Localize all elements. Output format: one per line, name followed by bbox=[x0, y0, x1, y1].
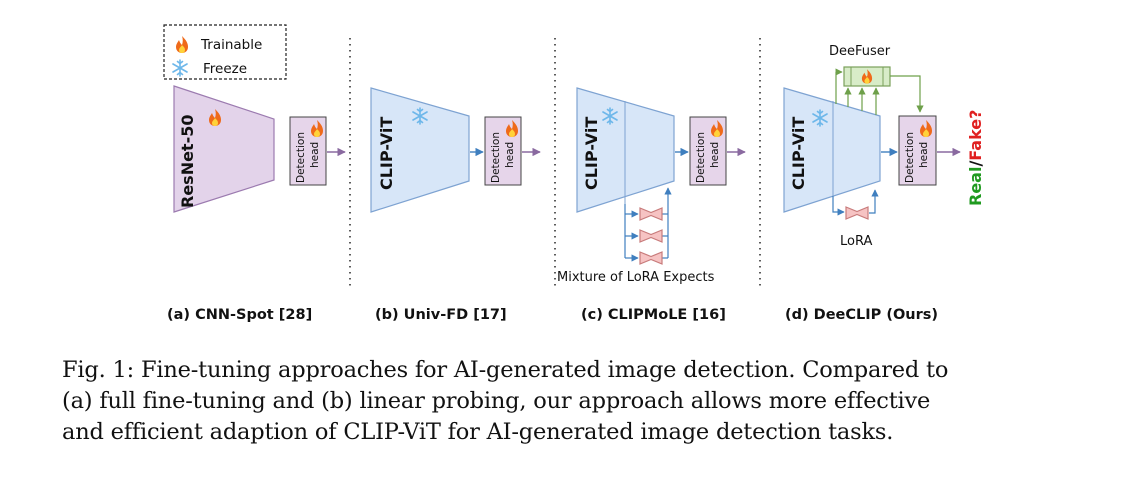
panel-b: CLIP-ViT Detection head bbox=[370, 87, 541, 213]
lora-bowtie-2 bbox=[639, 229, 663, 243]
caption-line-3: and efficient adaption of CLIP-ViT for A… bbox=[62, 419, 894, 445]
legend-box bbox=[163, 24, 287, 80]
output-label: Real/Fake? bbox=[966, 110, 985, 206]
caption-line-2: (a) full fine-tuning and (b) linear prob… bbox=[62, 388, 931, 414]
head-c-line2: head bbox=[709, 142, 721, 168]
head-d-line1: Detection bbox=[904, 132, 916, 183]
detection-head-b bbox=[484, 116, 522, 186]
deefuser-label: DeeFuser bbox=[829, 44, 891, 59]
snowflake-icon bbox=[172, 59, 188, 77]
mixture-label: Mixture of LoRA Expects bbox=[557, 270, 715, 285]
head-b-line2: head bbox=[504, 142, 516, 168]
panel-a-caption: (a) CNN-Spot [28] bbox=[167, 307, 312, 323]
lora-in-path bbox=[832, 196, 845, 216]
lora-out-path bbox=[869, 189, 879, 214]
legend: Trainable Freeze bbox=[163, 24, 287, 80]
fire-icon bbox=[176, 36, 188, 53]
panel-c-caption: (c) CLIPMoLE [16] bbox=[581, 307, 726, 323]
legend-trainable-label: Trainable bbox=[200, 37, 262, 53]
panel-b-caption: (b) Univ-FD [17] bbox=[375, 307, 507, 323]
head-a-line2: head bbox=[309, 142, 321, 168]
lora-bowtie-d bbox=[845, 206, 869, 220]
head-a-line1: Detection bbox=[295, 132, 307, 183]
lora-experts bbox=[624, 187, 672, 265]
lora-bowtie-1 bbox=[639, 207, 663, 221]
output-sep: / bbox=[966, 161, 985, 167]
clip-vit-label-c: CLIP-ViT bbox=[582, 117, 601, 190]
panel-d-caption: (d) DeeCLIP (Ours) bbox=[785, 307, 938, 323]
caption-line-1: Fig. 1: Fine-tuning approaches for AI-ge… bbox=[62, 357, 949, 383]
panel-d: CLIP-ViT DeeFuser LoRA Detection head Re… bbox=[783, 44, 985, 249]
fuser-to-head-arrow bbox=[890, 75, 924, 113]
figure-caption: Fig. 1: Fine-tuning approaches for AI-ge… bbox=[62, 355, 1092, 448]
head-c-line1: Detection bbox=[695, 132, 707, 183]
clip-vit-encoder-b bbox=[370, 87, 470, 213]
head-b-line1: Detection bbox=[490, 132, 502, 183]
legend-freeze-label: Freeze bbox=[203, 61, 247, 77]
lora-label: LoRA bbox=[840, 234, 872, 249]
resnet-encoder bbox=[173, 85, 275, 213]
head-d-line2: head bbox=[918, 142, 930, 168]
resnet-label: ResNet-50 bbox=[178, 115, 197, 209]
clip-vit-label-d: CLIP-ViT bbox=[789, 117, 808, 190]
panel-c: CLIP-ViT Detection head Mixture of LoRA … bbox=[557, 87, 746, 285]
panel-a: ResNet-50 Detection head bbox=[173, 85, 346, 213]
clip-vit-label-b: CLIP-ViT bbox=[377, 117, 396, 190]
output-real: Real bbox=[966, 167, 985, 206]
output-fake: Fake? bbox=[966, 110, 985, 161]
lora-bowtie-3 bbox=[639, 251, 663, 265]
